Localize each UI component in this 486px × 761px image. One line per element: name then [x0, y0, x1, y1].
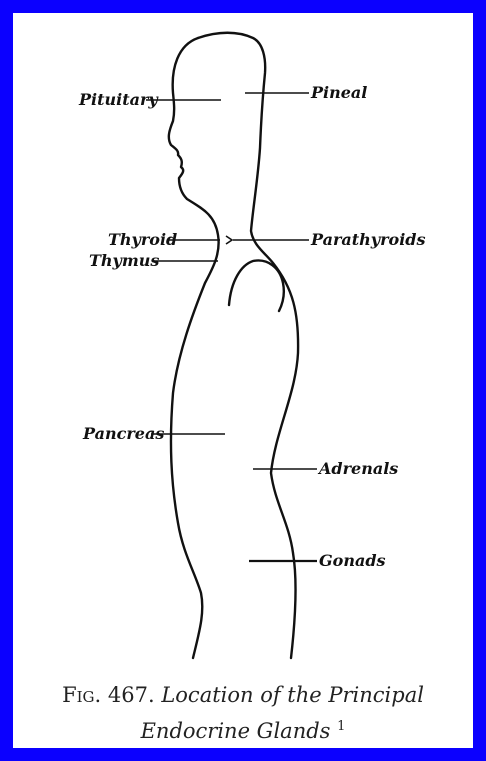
arm-outline — [229, 260, 284, 311]
label-gonads: Gonads — [319, 551, 386, 570]
thyroid-mark — [226, 236, 232, 244]
label-thyroid: Thyroid — [108, 230, 177, 249]
caption-line-2: Endocrine Glands 1 — [13, 713, 473, 745]
caption-title-line-1: Location of the Principal — [161, 683, 424, 707]
footnote-mark: 1 — [337, 719, 345, 734]
caption-line-1: Fig. 467. Location of the Principal — [13, 681, 473, 709]
back-outline — [198, 33, 298, 658]
figure-panel: Pituitary Pineal Thyroid Parathyroids Th… — [13, 13, 473, 748]
label-adrenals: Adrenals — [317, 459, 398, 478]
label-pineal: Pineal — [310, 83, 367, 102]
caption-title-line-2: Endocrine Glands — [141, 719, 331, 743]
label-pancreas: Pancreas — [82, 424, 164, 443]
body-silhouette — [169, 38, 219, 658]
label-parathyroids: Parathyroids — [310, 230, 425, 249]
label-thymus: Thymus — [89, 251, 159, 270]
figure-number: Fig. 467. — [62, 683, 155, 707]
label-pituitary: Pituitary — [78, 90, 159, 109]
endocrine-gland-diagram: Pituitary Pineal Thyroid Parathyroids Th… — [13, 13, 473, 748]
